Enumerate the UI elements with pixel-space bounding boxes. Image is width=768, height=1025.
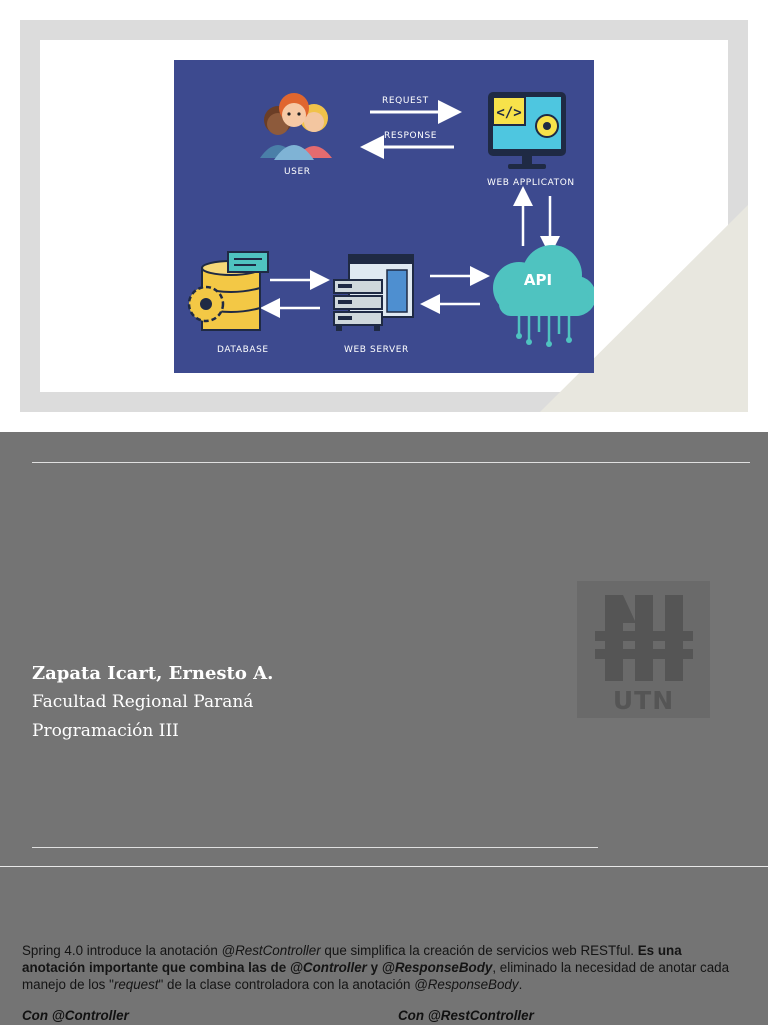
author-name: Zapata Icart, Ernesto A. [32,660,273,688]
response-label: RESPONSE [384,131,437,141]
web-application-label: WEB APPLICATON [487,178,575,188]
api-label: API [524,271,552,289]
database-icon [189,252,268,330]
para-text-5: . [519,977,523,992]
monitor-icon: </> [488,92,566,169]
user-label: USER [284,167,311,177]
users-icon [260,93,332,160]
para-text-4: " de la clase controladora con la anotac… [159,977,415,992]
restcontroller-column-heading: Con @RestController [398,1008,534,1023]
cloud-icon [493,245,594,347]
server-icon [334,255,413,331]
request-label: REQUEST [382,96,429,106]
para-code-request: request [114,977,159,992]
para-bold-2: y [367,960,382,975]
restcontroller-description: Spring 4.0 introduce la anotación @RestC… [22,942,746,993]
course-name: Programación III [32,717,273,746]
para-code-restcontroller: @RestController [222,943,321,958]
para-text-2: que simplifica la creación de servicios … [321,943,638,958]
para-text-1: Spring 4.0 introduce la anotación [22,943,222,958]
top-divider [32,462,750,463]
code-icon: </> [496,105,521,121]
diagram-graphics: </> [174,60,594,373]
slide-restcontroller-intro: Spring 4.0 introduce la anotación @RestC… [0,866,768,1025]
para-bold-controller: @Controller [290,960,367,975]
controller-column-heading: Con @Controller [22,1008,129,1023]
database-label: DATABASE [217,345,269,355]
utn-logo-text: UTN [577,687,710,715]
utn-logo: UTN [577,581,710,718]
author-block: Zapata Icart, Ernesto A. Facultad Region… [32,660,273,746]
web-server-label: WEB SERVER [344,345,409,355]
slide-title-author: Zapata Icart, Ernesto A. Facultad Region… [0,432,768,865]
faculty-name: Facultad Regional Paraná [32,688,273,717]
para-bold-responsebody: @ResponseBody [382,960,493,975]
slide-architecture-diagram: </> [0,0,768,432]
client-server-api-diagram: </> [174,60,594,373]
bottom-divider [32,847,598,848]
para-code-responsebody: @ResponseBody [414,977,518,992]
